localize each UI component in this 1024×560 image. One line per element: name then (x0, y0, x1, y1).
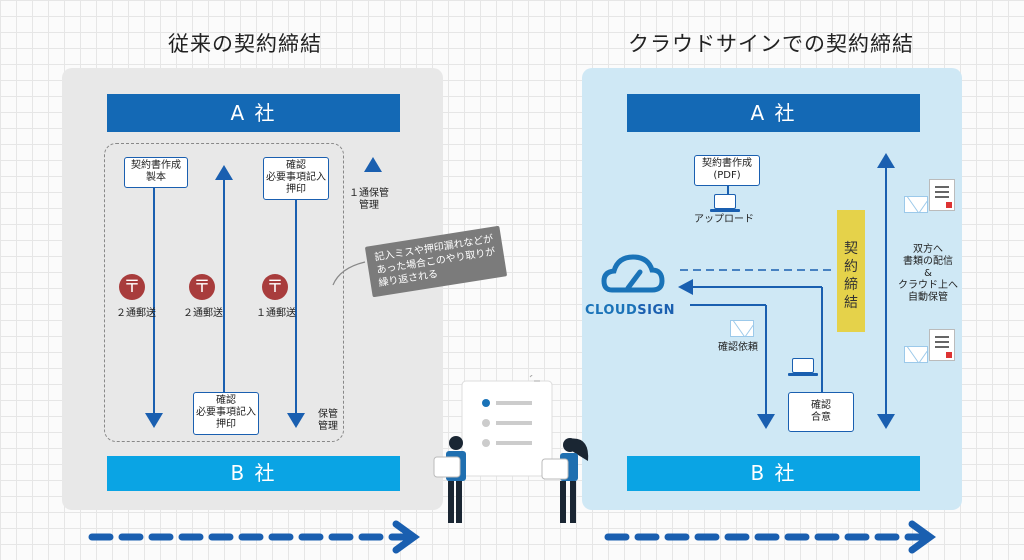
label-line: １通保管 (349, 188, 389, 199)
badge-char: 契 (844, 241, 858, 257)
left-company-b-bar: B 社 (107, 456, 400, 491)
pdf-document-icon (929, 329, 955, 361)
upload-label: アップロード (694, 214, 754, 225)
b-keep-label: 保管 管理 (318, 409, 338, 433)
box-line: (PDF) (713, 170, 741, 181)
label-line: 管理 (359, 200, 379, 211)
laptop-base (788, 373, 818, 376)
a-keep-label: １通保管 管理 (349, 188, 389, 212)
postal-icon: 〒 (262, 274, 288, 300)
label-line: 双方へ (913, 244, 943, 255)
box-line: 確認 (286, 160, 306, 171)
mail-label: ２通郵送 (183, 308, 223, 319)
brand-part: SIGN (637, 303, 676, 318)
storage-label: 双方へ 書類の配信 & クラウド上へ 自動保管 (898, 244, 958, 304)
process-boundary (104, 143, 344, 442)
badge-char: 結 (844, 295, 858, 311)
confirm-request-label: 確認依頼 (718, 342, 758, 353)
box-line: 確認 (811, 400, 831, 411)
envelope-icon (730, 320, 754, 337)
right-company-b-bar: B 社 (627, 456, 920, 491)
label-line: & (924, 268, 932, 279)
box-line: 必要事項記入 (266, 172, 326, 183)
brand-part: CLOUD (585, 303, 638, 318)
label-line: 書類の配信 (903, 256, 953, 267)
a-confirm-box: 確認 必要事項記入 押印 (263, 157, 329, 200)
left-title: 従来の契約締結 (168, 32, 322, 56)
envelope-icon (904, 346, 928, 363)
laptop-icon (792, 358, 814, 373)
label-line: 管理 (318, 421, 338, 432)
badge-char: 約 (844, 259, 858, 275)
badge-char: 締 (844, 277, 858, 293)
box-line: 契約書作成 (702, 158, 752, 169)
box-line: 必要事項記入 (196, 407, 256, 418)
laptop-icon (714, 194, 736, 209)
people-checklist-illustration (433, 375, 589, 523)
label-line: 自動保管 (908, 292, 948, 303)
right-title: クラウドサインでの契約締結 (628, 32, 914, 56)
box-line: 押印 (286, 184, 306, 195)
mail-label: １通郵送 (256, 308, 296, 319)
postal-icon: 〒 (119, 274, 145, 300)
box-line: 合意 (811, 412, 831, 423)
postal-icon: 〒 (189, 274, 215, 300)
label-line: 保管 (318, 409, 338, 420)
left-company-a-bar: A 社 (107, 94, 400, 132)
pdf-document-icon (929, 179, 955, 211)
cloudsign-logo: CLOUDSIGN (585, 303, 675, 318)
label-line: クラウド上へ (898, 280, 958, 291)
box-line: 契約書作成 (131, 160, 181, 171)
box-line: 確認 (216, 395, 236, 406)
contract-signing-badge: 契 約 締 結 (837, 210, 865, 332)
box-line: 押印 (216, 419, 236, 430)
envelope-icon (904, 196, 928, 213)
create-contract-box: 契約書作成 製本 (124, 157, 188, 188)
create-pdf-box: 契約書作成 (PDF) (694, 155, 760, 186)
mail-label: ２通郵送 (116, 308, 156, 319)
box-line: 製本 (146, 172, 166, 183)
b-confirm-box: 確認 必要事項記入 押印 (193, 392, 259, 435)
right-company-a-bar: A 社 (627, 94, 920, 132)
agree-box: 確認 合意 (788, 392, 854, 432)
laptop-base (710, 209, 740, 212)
